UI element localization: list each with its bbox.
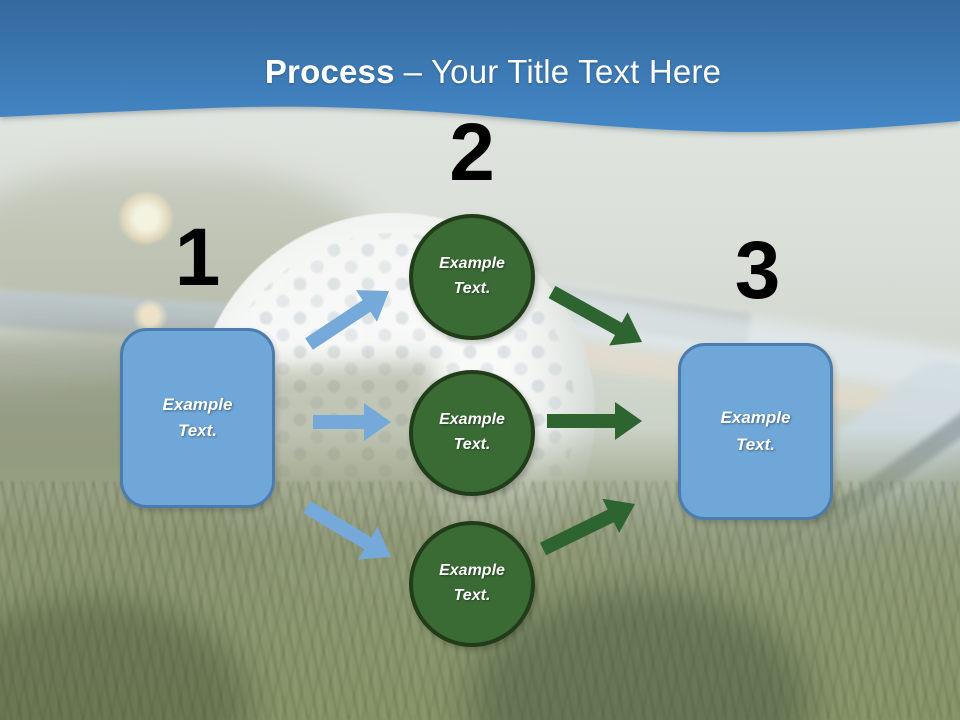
process-box-step3-label: Example Text. <box>720 408 791 454</box>
process-box-step1-label: Example Text. <box>162 394 233 440</box>
process-circle-middle-label: Example Text. <box>439 411 505 453</box>
process-circle-middle: Example Text. <box>409 370 535 496</box>
process-box-step1: Example Text. <box>120 328 275 508</box>
step-number-1: 1 <box>174 212 221 303</box>
header-wave-band <box>0 0 960 132</box>
slide-title-rest: – Your Title Text Here <box>403 53 722 90</box>
process-box-step3: Example Text. <box>678 343 833 520</box>
step-number-3: 3 <box>734 225 781 316</box>
process-circle-bottom: Example Text. <box>409 521 535 647</box>
process-circle-top: Example Text. <box>409 214 535 340</box>
process-circle-top-label: Example Text. <box>439 255 505 297</box>
slide-title-bold: Process <box>264 53 395 90</box>
step-number-2: 2 <box>449 107 495 198</box>
process-circle-bottom-label: Example Text. <box>439 562 505 604</box>
slide-title: Process– Your Title Text Here <box>0 53 960 91</box>
